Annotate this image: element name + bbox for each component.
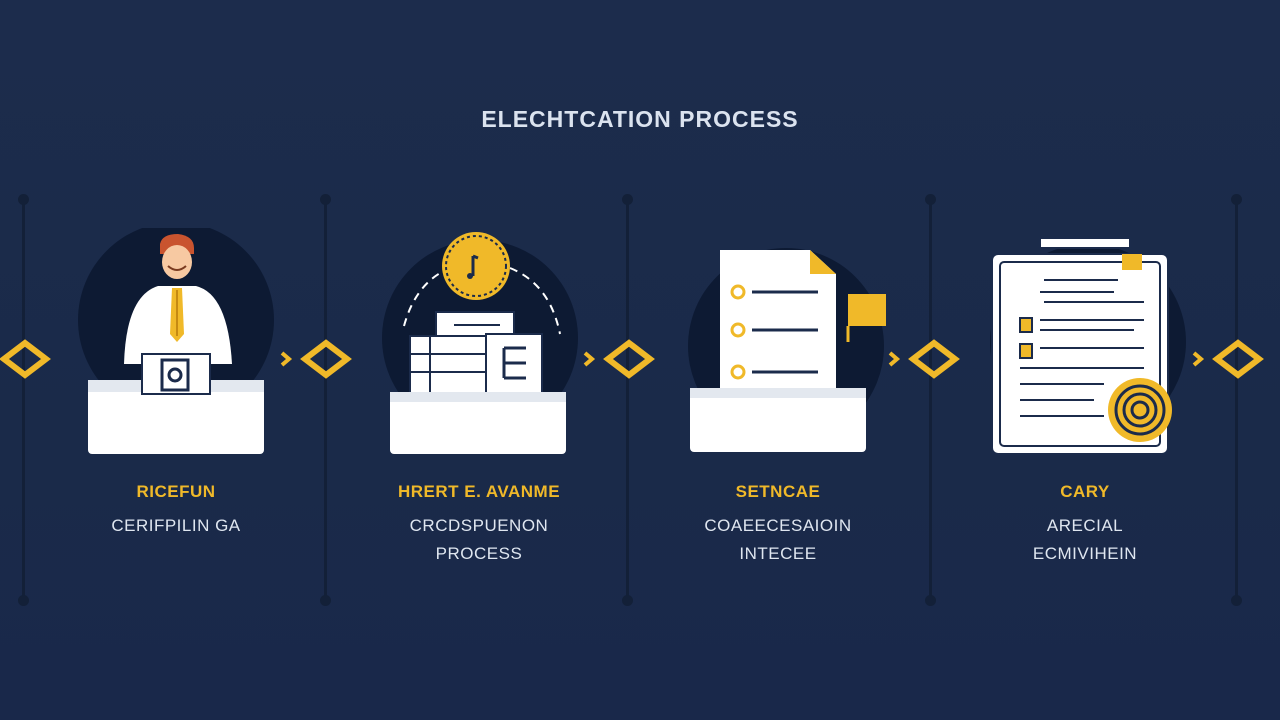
separator-line (18, 194, 29, 606)
step-2-label: HRERT E. AVANME CRCDSPUENON PROCESS (359, 482, 599, 568)
diamond-connector-icon (0, 339, 51, 379)
arrow-diamond-connector-icon (1192, 339, 1264, 379)
separator-line (320, 194, 331, 606)
stacked-documents-with-coin-icon (382, 232, 578, 454)
step-1-label: RICEFUN CERIFPILIN GA (56, 482, 296, 540)
separator-line (1231, 194, 1242, 606)
certificate-with-seal-icon (990, 237, 1186, 455)
separator-line (925, 194, 936, 606)
step-4-label: CARY ARECIAL ECMIVIHEIN (965, 482, 1205, 568)
step-description-line: ARECIAL (1046, 516, 1124, 535)
step-description-line: CERIFPILIN GA (111, 516, 241, 535)
step-heading: RICEFUN (136, 482, 216, 501)
arrow-diamond-connector-icon (888, 339, 960, 379)
separator-line (622, 194, 633, 606)
step-description-line: PROCESS (435, 544, 523, 563)
arrow-diamond-connector-icon (583, 339, 655, 379)
step-heading: HRERT E. AVANME (397, 482, 561, 501)
checklist-document-in-box-icon (688, 248, 886, 452)
step-description-line: COAEECESAIOIN (704, 516, 852, 535)
person-at-ballot-box-icon (78, 228, 274, 454)
step-description-line: CRCDSPUENON (409, 516, 549, 535)
diagram-title: ELECHTCATION PROCESS (481, 106, 799, 132)
step-description-line: ECMIVIHEIN (1032, 544, 1138, 563)
step-3-label: SETNCAE COAEECESAIOIN INTECEE (658, 482, 898, 568)
step-description-line: INTECEE (739, 544, 817, 563)
step-heading: SETNCAE (735, 482, 821, 501)
step-heading: CARY (1060, 482, 1110, 501)
arrow-diamond-connector-icon (280, 339, 352, 379)
